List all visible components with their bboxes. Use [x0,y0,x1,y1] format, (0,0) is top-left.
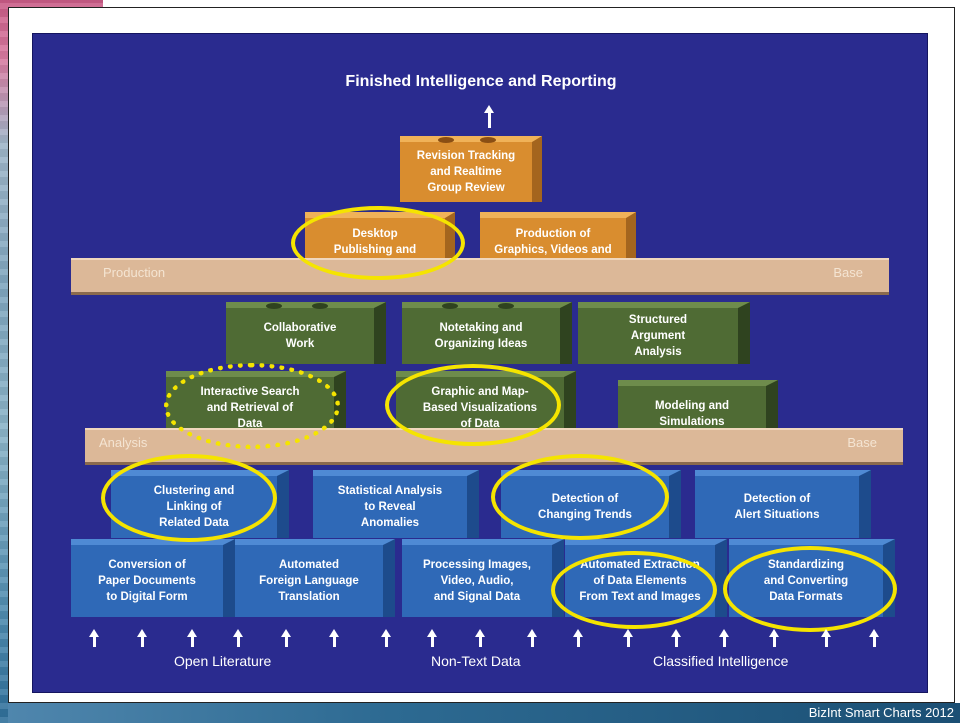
diagram-panel: Finished Intelligence and Reporting Revi… [32,33,928,693]
input-arrow-head [769,629,779,637]
input-arrow-head [869,629,879,637]
input-arrow-head [329,629,339,637]
box-processing-images: Processing Images, Video, Audio, and Sig… [402,539,564,617]
input-arrow-head [719,629,729,637]
input-arrow-shaft [237,637,240,647]
input-arrow-head [573,629,583,637]
input-arrow-head [89,629,99,637]
input-arrow-head [281,629,291,637]
input-arrow-shaft [385,637,388,647]
input-arrow-head [137,629,147,637]
input-arrow-shaft [531,637,534,647]
box-translation: Automated Foreign Language Translation [235,539,395,617]
input-arrow-shaft [825,637,828,647]
box-statistical-analysis: Statistical Analysis to Reveal Anomalies [313,470,479,538]
input-arrow-shaft [627,637,630,647]
output-arrow-head [484,105,494,113]
input-arrow-head [821,629,831,637]
input-arrow-shaft [333,637,336,647]
input-arrow-head [623,629,633,637]
box-structured-argument: Structured Argument Analysis [578,302,750,364]
box-conversion: Conversion of Paper Documents to Digital… [71,539,235,617]
highlight-ring-interactive-dotted [164,363,340,449]
input-arrow-shaft [479,637,482,647]
input-arrow-head [187,629,197,637]
input-arrow-shaft [285,637,288,647]
input-arrow-head [381,629,391,637]
analysis-beam-label-right: Base [847,435,877,450]
highlight-ring-desktop [291,206,465,280]
input-arrow-head [475,629,485,637]
box-alert-situations: Detection of Alert Situations [695,470,871,538]
source-open-literature: Open Literature [174,653,272,669]
input-arrow-head [671,629,681,637]
box-notetaking: Notetaking and Organizing Ideas [402,302,572,364]
input-arrow-shaft [675,637,678,647]
production-beam: Production Base [71,258,889,295]
highlight-ring-standardizing [723,546,897,632]
production-beam-label-right: Base [833,265,863,280]
input-arrow-shaft [141,637,144,647]
output-arrow-shaft [488,112,491,128]
production-beam-label-left: Production [103,265,166,280]
input-arrow-head [427,629,437,637]
input-arrow-shaft [873,637,876,647]
input-arrow-shaft [723,637,726,647]
source-non-text-data: Non-Text Data [431,653,521,669]
source-classified-intelligence: Classified Intelligence [653,653,789,669]
diagram-title: Finished Intelligence and Reporting [345,73,617,90]
highlight-ring-trends [491,454,669,540]
box-revision-tracking: Revision Tracking and Realtime Group Rev… [400,136,542,202]
footer-bar: BizInt Smart Charts 2012 [8,703,960,723]
box-collaborative-work: Collaborative Work [226,302,386,364]
input-arrow-head [527,629,537,637]
input-arrow-shaft [431,637,434,647]
input-arrow-shaft [577,637,580,647]
input-arrow-head [233,629,243,637]
input-arrow-shaft [93,637,96,647]
analysis-beam-label-left: Analysis [99,435,148,450]
highlight-ring-extraction [551,551,717,629]
input-arrow-shaft [191,637,194,647]
highlight-ring-visualizations [385,364,561,446]
footer-text: BizInt Smart Charts 2012 [808,705,954,720]
highlight-ring-clustering [101,454,277,542]
input-arrow-shaft [773,637,776,647]
